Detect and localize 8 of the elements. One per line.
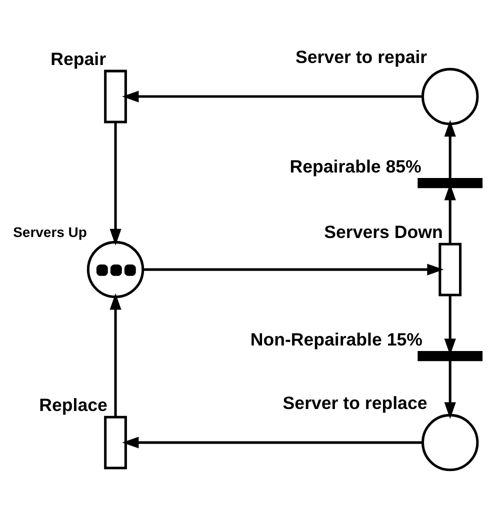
node-label: Servers Down bbox=[324, 222, 443, 242]
node-label: Servers Up bbox=[13, 224, 87, 240]
node-label: Non-Repairable 15% bbox=[250, 329, 422, 350]
node-label: Repairable 85% bbox=[290, 156, 422, 176]
node-label: Repair bbox=[50, 48, 106, 69]
node-label: Server to repair bbox=[296, 47, 428, 68]
node-label: Replace bbox=[39, 395, 108, 416]
node-label: Server to replace bbox=[282, 393, 428, 414]
